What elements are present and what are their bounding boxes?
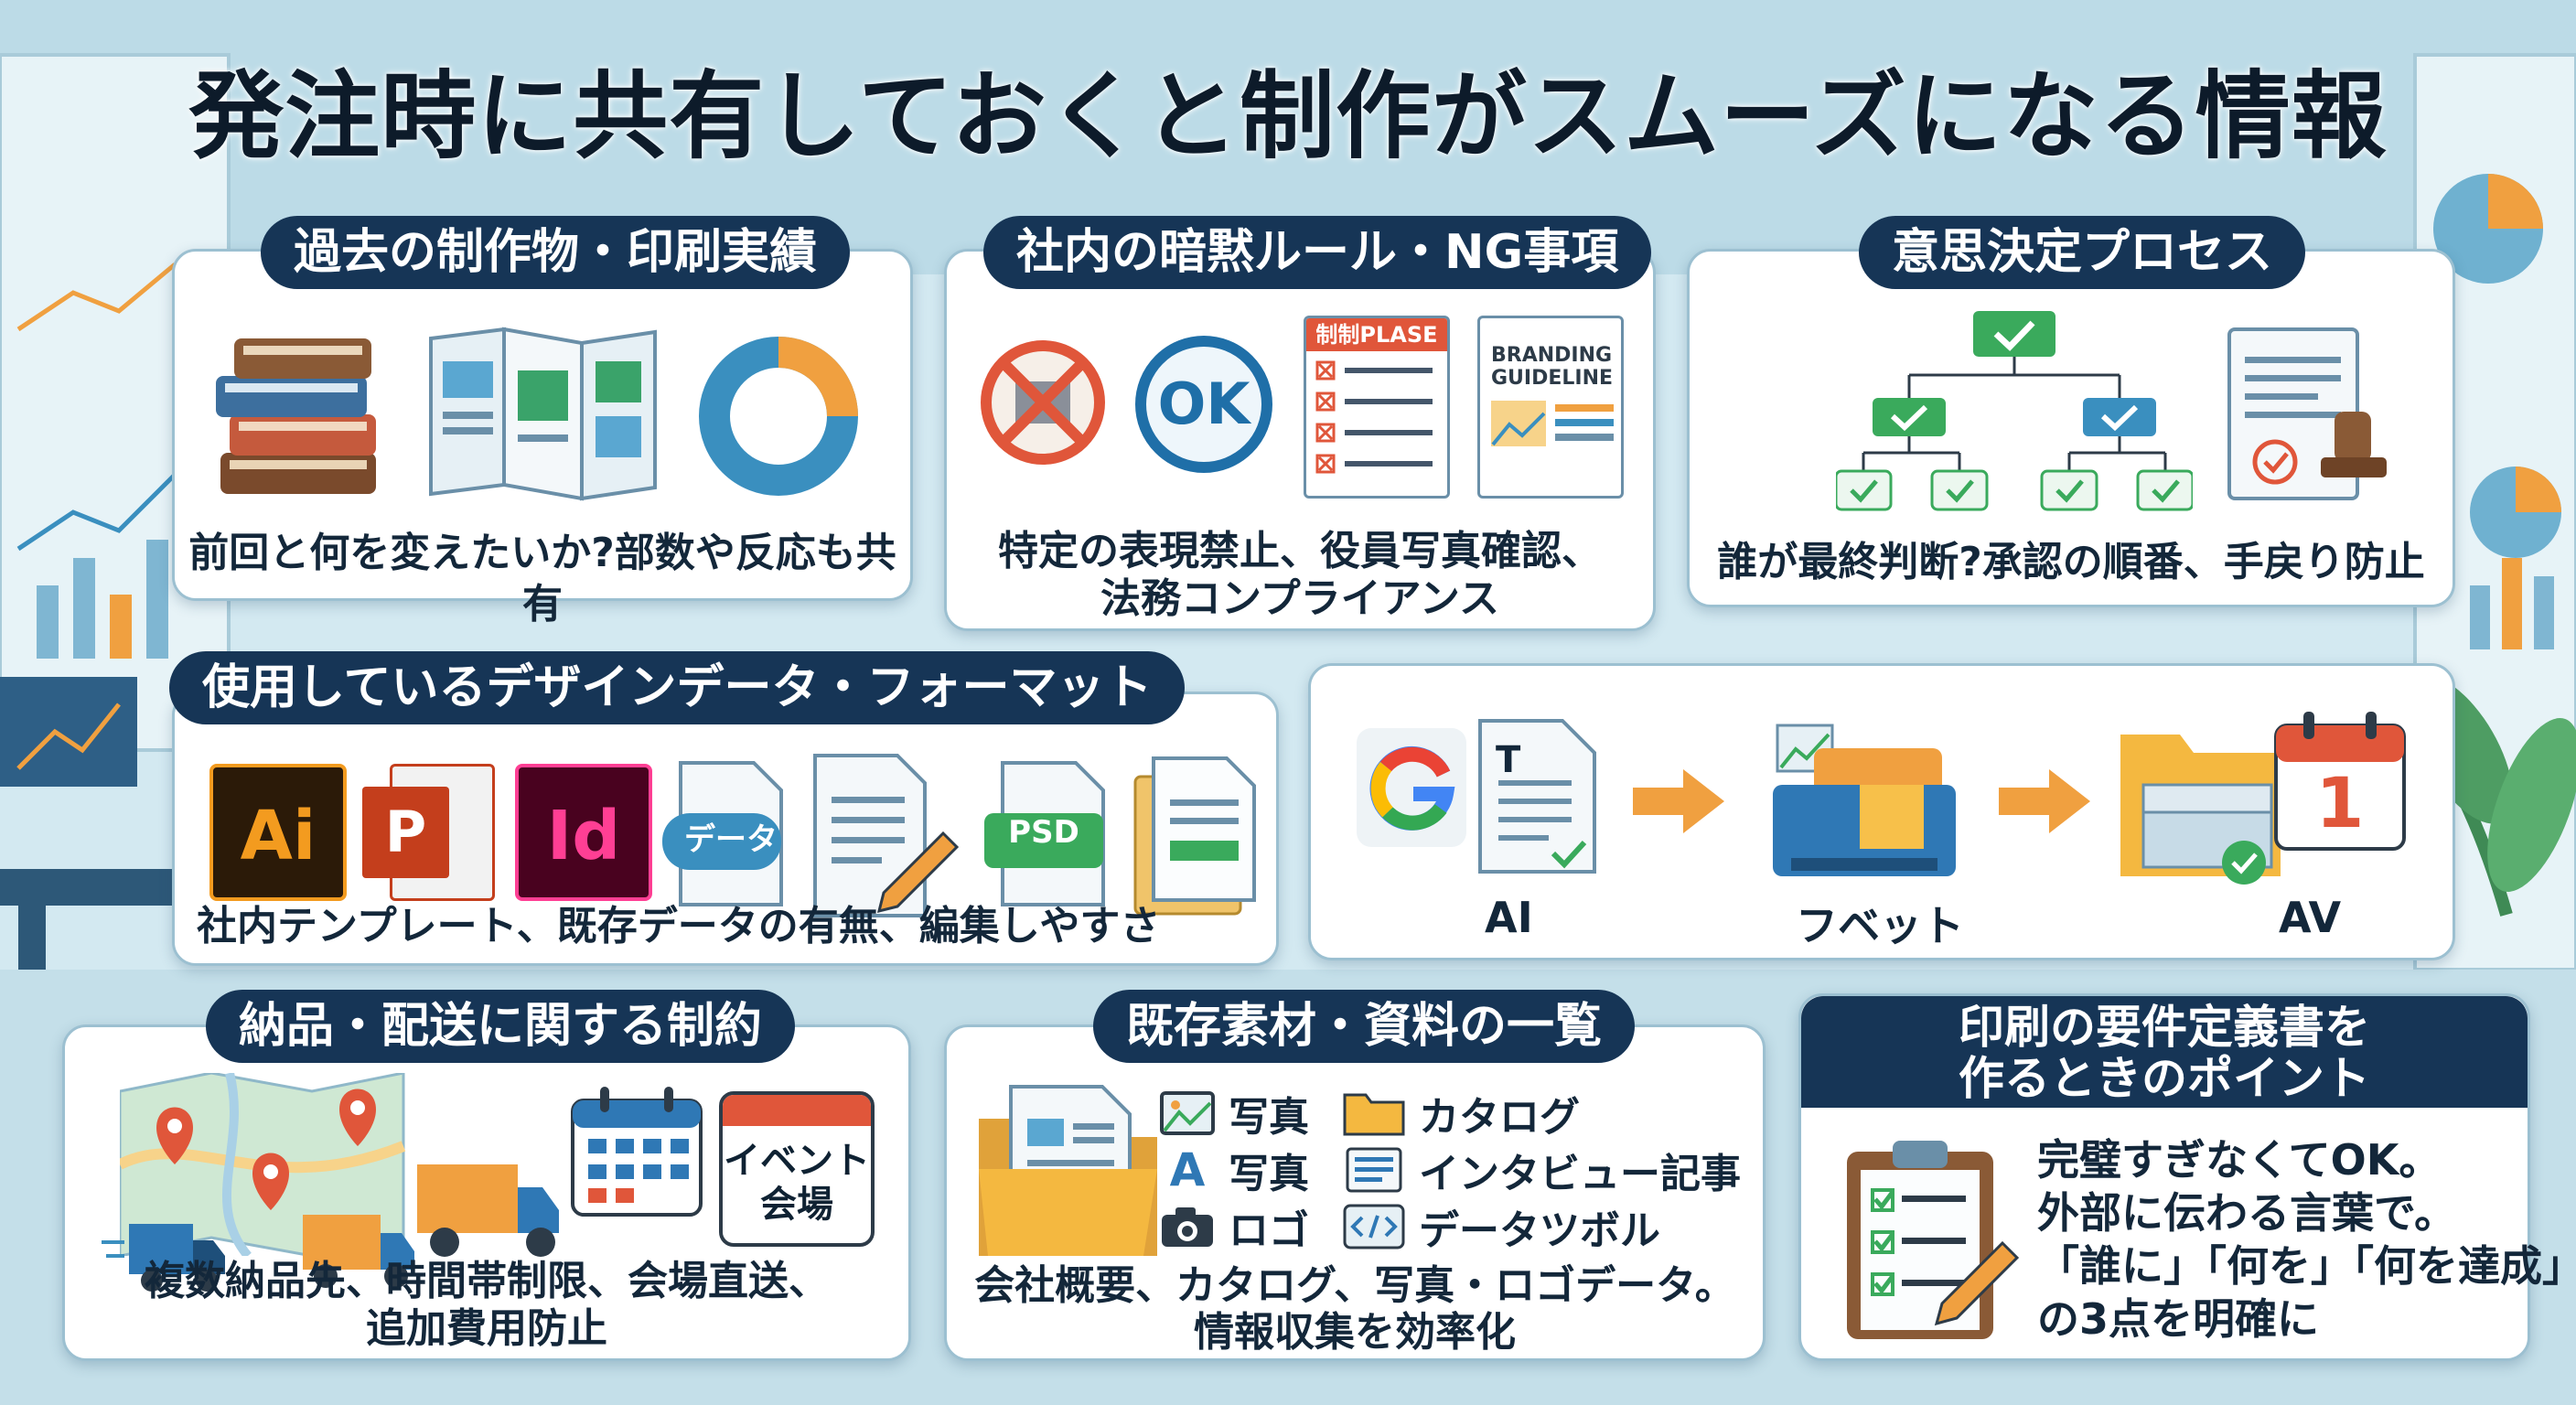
books-icon — [216, 338, 376, 494]
tip-point-3: の3点を明確に — [2037, 1294, 2320, 1344]
guideline-image — [1491, 401, 1614, 446]
event-venue-calendar: イベント 会場 — [719, 1091, 875, 1247]
event-line1: イベント — [724, 1140, 870, 1182]
printer-icon — [1773, 724, 1956, 876]
approval-stamp-document — [2227, 327, 2387, 500]
caption-rules-2: 法務コンプライアンス — [1100, 575, 1500, 622]
schedule-calendar-icon — [571, 1087, 703, 1217]
material-label-2: ロゴ — [1229, 1207, 1309, 1254]
truck-icon-large — [417, 1164, 559, 1257]
caption-design: 社内テンプレート、既存データの有無、編集しやすさ — [197, 903, 1161, 949]
image-icon — [1160, 1091, 1215, 1135]
code-icon — [1343, 1204, 1405, 1249]
camera-icon — [1162, 1207, 1213, 1247]
caption-materials-1: 会社概要、カタログ、写真・ロゴデータ。 — [974, 1262, 1735, 1309]
indesign-icon: Id — [515, 764, 652, 901]
heading-design-data: 使用しているデザインデータ・フォーマット — [169, 651, 1186, 724]
page-title: 発注時に共有しておくと制作がスムーズになる情報 — [188, 60, 2388, 172]
material-item-2[interactable]: ロゴ — [1159, 1197, 1309, 1256]
card-past-work: 前回と何を変えたいか?部数や反応も共有 — [172, 249, 913, 627]
workflow-step3-label: AV — [2279, 893, 2342, 942]
folder-with-files-icon — [2120, 735, 2281, 885]
material-item-5[interactable]: データツボル — [1342, 1197, 1660, 1256]
ok-icon: OK — [1135, 336, 1272, 473]
brochure-icon — [429, 327, 657, 501]
text-document-icon — [1478, 719, 1596, 874]
heading-delivery: 納品・配送に関する制約 — [206, 990, 796, 1063]
text-document-letter: T — [1496, 739, 1521, 781]
folder-documents-icon — [979, 1085, 1157, 1256]
event-line2: 会場 — [760, 1184, 833, 1226]
material-label-4: インタビュー記事 — [1419, 1151, 1741, 1197]
calendar-icon — [2274, 712, 2406, 851]
heading-materials: 既存素材・資料の一覧 — [1093, 990, 1636, 1063]
donut-chart-icon — [699, 337, 858, 496]
tips-heading-line2: 作るときのポイント — [1959, 1052, 2370, 1105]
caption-delivery-2: 追加費用防止 — [366, 1305, 607, 1352]
card-decision: 誰が最終判断?承認の順番、手戻り防止 — [1687, 249, 2455, 607]
template-file-icon — [1133, 756, 1256, 916]
card-tips: 印刷の要件定義書を 作るときのポイント 完璧すぎなくてOK。 外部に伝わる言葉で… — [1798, 993, 2576, 1361]
folder-icon — [1343, 1093, 1405, 1136]
caption-delivery-1: 複数納品先、時間帯制限、会場直送、 — [145, 1258, 829, 1304]
material-label-5: データツボル — [1419, 1207, 1660, 1254]
arrow-right-icon-2 — [1999, 769, 2090, 833]
psd-file-label: PSD — [1008, 814, 1079, 851]
material-item-1[interactable]: A 写真 — [1159, 1141, 1309, 1199]
truck-icon-small — [102, 1224, 225, 1292]
prohibited-icon — [981, 340, 1105, 465]
card-design-data: Ai P Id データ PSD 社内テンプレート、既存データの有無、編集しやすさ — [172, 692, 1279, 966]
caption-decision: 誰が最終判断?承認の順番、手戻り防止 — [1717, 539, 2425, 585]
material-item-0[interactable]: 写真 — [1159, 1084, 1309, 1142]
caption-rules-1: 特定の表現禁止、役員写真確認、 — [998, 528, 1602, 574]
delivery-map-icon — [120, 1073, 406, 1256]
tips-heading: 印刷の要件定義書を 作るときのポイント — [1801, 996, 2528, 1108]
tips-points: 完璧すぎなくてOK。 外部に伝わる言葉で。 「誰に」「何を」「何を達成」 の3点… — [2037, 1133, 2576, 1346]
approval-tree-diagram — [1836, 311, 2193, 511]
card-rules: OK 制制PLASE BRANDING GUIDELINE 特定の表現禁止、役員… — [944, 249, 1656, 631]
truck-icon-medium — [303, 1215, 414, 1288]
card-workflow: T 1 AI フベット AV — [1308, 663, 2455, 960]
article-icon — [1346, 1147, 1402, 1193]
workflow-step2-label: フベット — [1796, 901, 1964, 950]
checklist-lines — [1315, 360, 1433, 474]
checklist-title: 制制PLASE — [1306, 318, 1447, 351]
card-materials: 写真 A 写真 ロゴ カタログ インタビュー記事 データツボル 会社概要、カタロ… — [944, 1024, 1766, 1361]
material-item-4[interactable]: インタビュー記事 — [1342, 1141, 1741, 1199]
material-label-0: 写真 — [1229, 1094, 1309, 1141]
calendar-number: 1 — [2315, 762, 2365, 843]
material-item-3[interactable]: カタログ — [1342, 1084, 1580, 1142]
checklist-document: 制制PLASE — [1304, 316, 1450, 499]
guideline-line2: GUIDELINE — [1491, 367, 1614, 390]
edit-document-icon — [813, 754, 960, 917]
powerpoint-icon: P — [362, 764, 499, 901]
caption-materials-2: 情報収集を効率化 — [1194, 1309, 1516, 1356]
material-label-1: 写真 — [1229, 1151, 1309, 1197]
google-logo — [1357, 728, 1466, 847]
heading-rules: 社内の暗黙ルール・NG事項 — [983, 216, 1652, 289]
guideline-line1: BRANDING — [1491, 344, 1613, 367]
font-a-icon: A — [1169, 1143, 1206, 1196]
card-delivery: イベント 会場 複数納品先、時間帯制限、会場直送、 追加費用防止 — [62, 1024, 911, 1361]
arrow-right-icon — [1633, 769, 1724, 833]
heading-past-work: 過去の制作物・印刷実績 — [261, 216, 851, 289]
workflow-step1-label: AI — [1485, 893, 1533, 942]
caption-past: 前回と何を変えたいか?部数や反応も共有 — [188, 530, 896, 627]
powerpoint-letter: P — [362, 787, 449, 878]
tip-point-2: 「誰に」「何を」「何を達成」 — [2037, 1241, 2576, 1291]
tips-heading-line1: 印刷の要件定義書を — [1959, 1001, 2370, 1054]
illustrator-icon: Ai — [209, 764, 347, 901]
clipboard-checklist-icon — [1847, 1141, 2020, 1339]
tip-point-0: 完璧すぎなくてOK。 — [2037, 1135, 2442, 1185]
data-file-label: データ — [684, 821, 778, 858]
heading-decision: 意思決定プロセス — [1859, 216, 2306, 289]
psd-file-icon — [984, 761, 1105, 906]
material-label-3: カタログ — [1419, 1094, 1580, 1141]
tip-point-1: 外部に伝わる言葉で。 — [2037, 1188, 2457, 1238]
data-file-icon — [662, 761, 783, 906]
branding-guideline-document: BRANDING GUIDELINE — [1477, 316, 1624, 499]
